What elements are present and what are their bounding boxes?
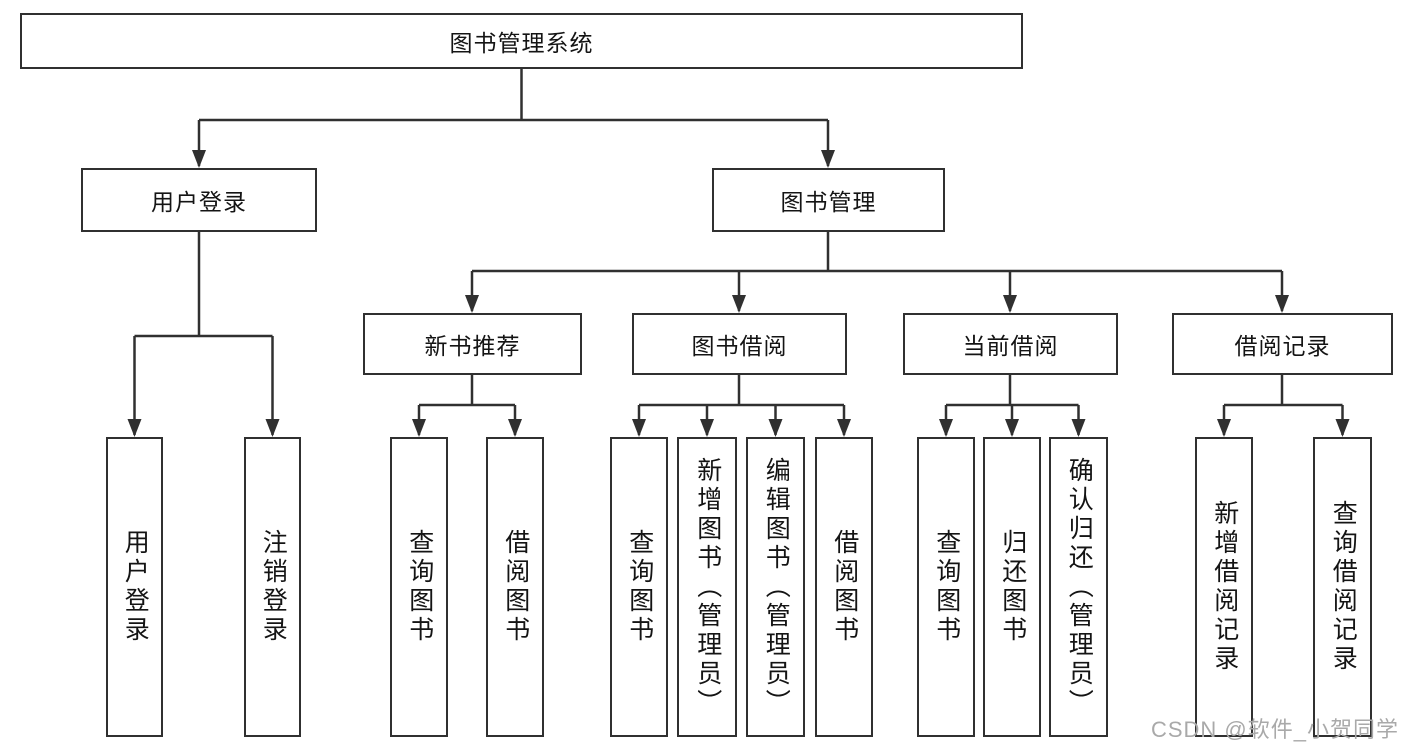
leaf-return-books: 归还图书 [983,437,1041,737]
leaf-query-books-current: 查询图书 [917,437,975,737]
node-book-borrow: 图书借阅 [632,313,847,375]
node-new-book-recommend: 新书推荐 [363,313,582,375]
node-borrow-records: 借阅记录 [1172,313,1393,375]
connector-trunks [134,69,1343,407]
connector-arrows [127,120,1350,437]
leaf-query-books-recommend: 查询图书 [390,437,448,737]
leaf-query-borrow-record: 查询借阅记录 [1313,437,1372,737]
leaf-query-books-borrow: 查询图书 [610,437,668,737]
leaf-edit-book-admin: 编辑图书（管理员） [746,437,805,737]
leaf-borrow-books-recommend: 借阅图书 [486,437,544,737]
node-root: 图书管理系统 [20,13,1023,69]
watermark: CSDN @软件_小贺同学 [1150,717,1399,742]
leaf-confirm-return-admin: 确认归还（管理员） [1049,437,1108,737]
leaf-borrow-books: 借阅图书 [815,437,873,737]
leaf-user-login: 用户登录 [106,437,163,737]
node-current-borrow: 当前借阅 [903,313,1118,375]
node-user-login: 用户登录 [81,168,317,232]
leaf-add-borrow-record: 新增借阅记录 [1195,437,1253,737]
leaf-add-book-admin: 新增图书（管理员） [677,437,737,737]
node-book-management: 图书管理 [712,168,945,232]
leaf-logout: 注销登录 [244,437,301,737]
